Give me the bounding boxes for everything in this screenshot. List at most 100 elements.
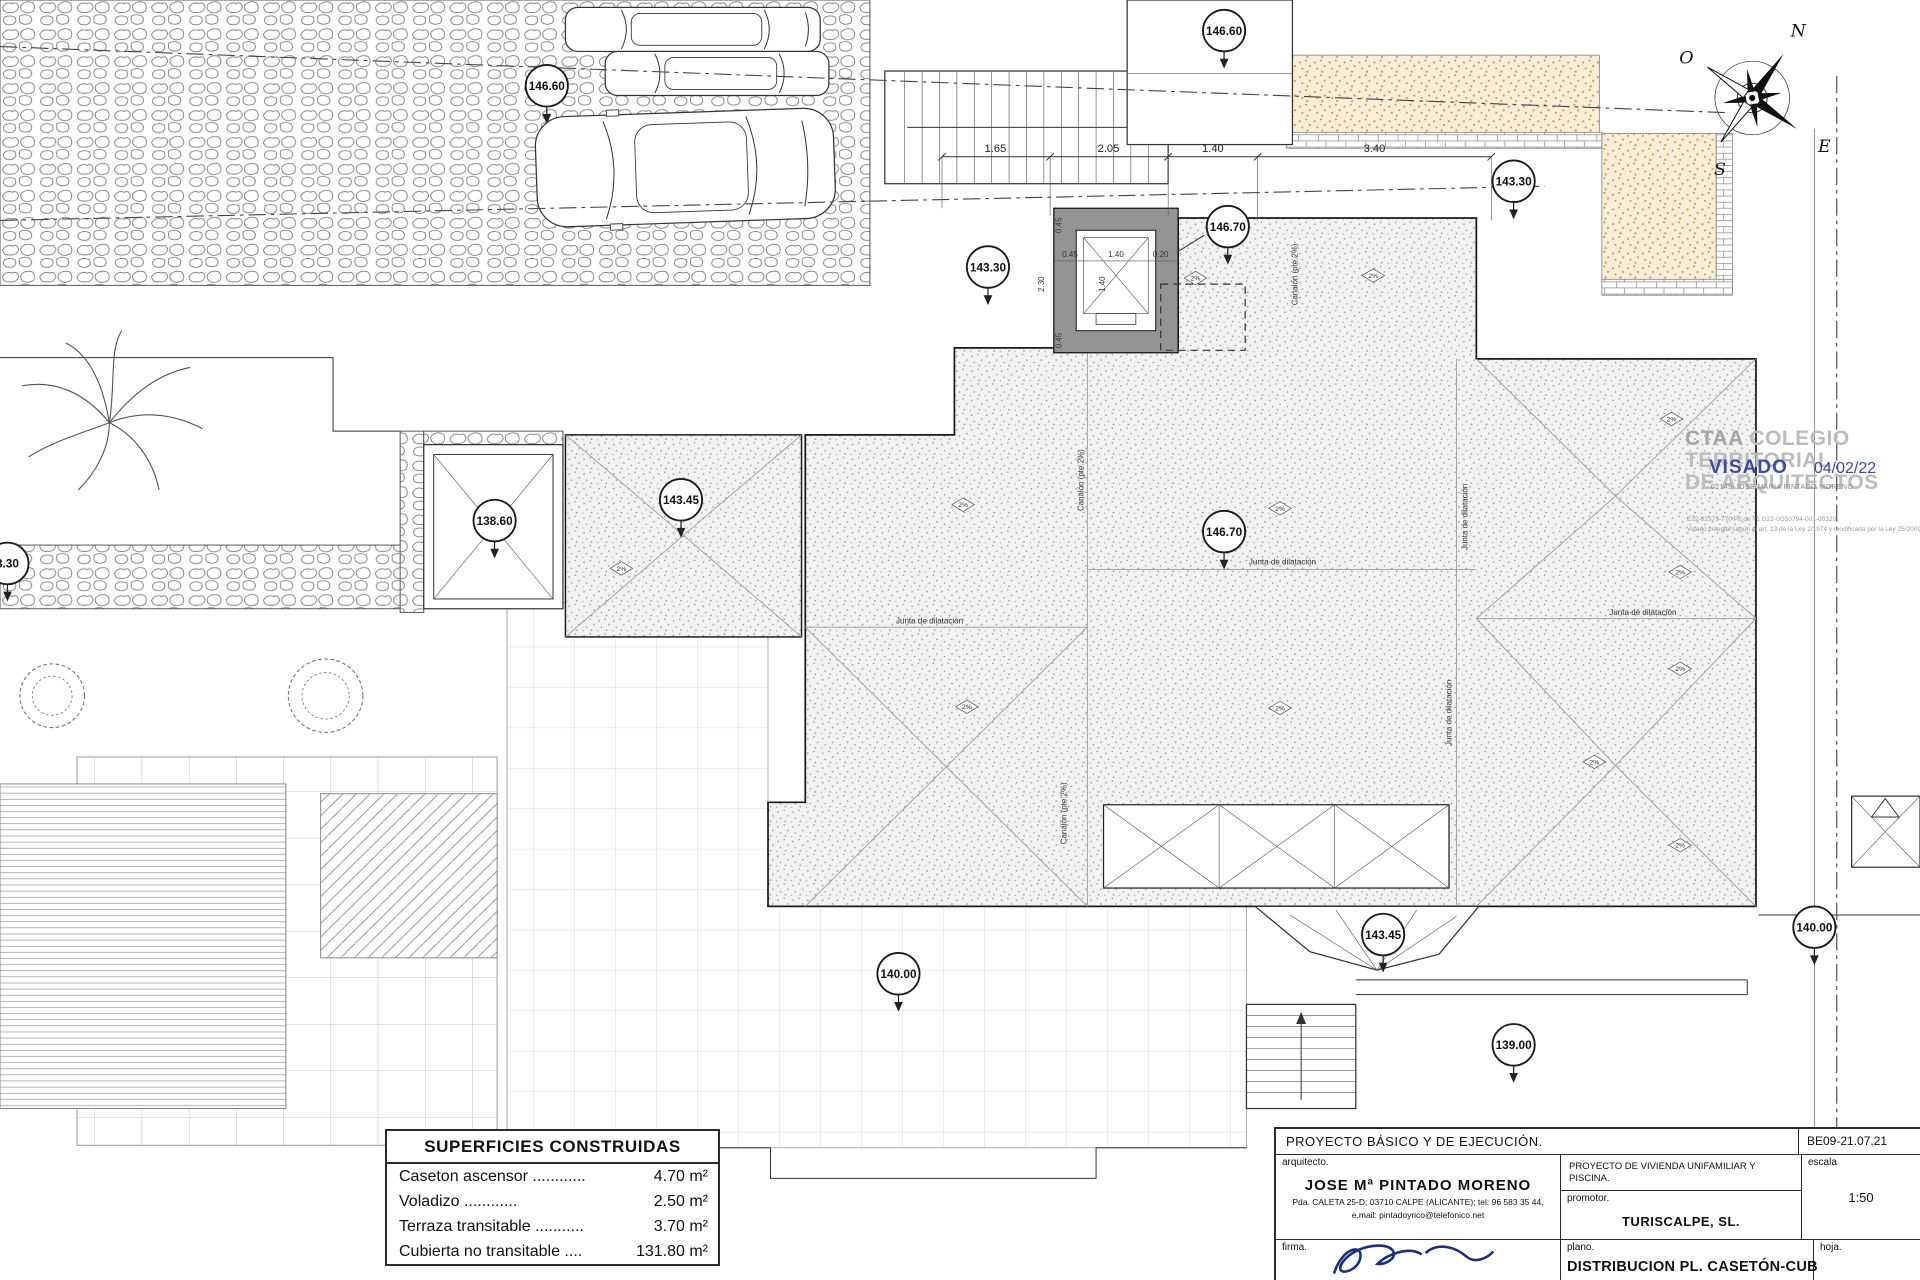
svg-text:1.40: 1.40 [1108,250,1124,259]
signature-label: firma. [1282,1242,1307,1253]
area-value: 3.70 m² [653,1218,708,1235]
stone-wall-strip [1285,131,1603,149]
svg-text:Canalón (pte.2%): Canalón (pte.2%) [1077,449,1086,511]
areas-table-row: Terraza transitable ........... 3.70 m² [387,1214,718,1239]
area-label: Terraza transitable ........... [399,1218,584,1235]
svg-text:Junta de dilatación: Junta de dilatación [1249,558,1316,567]
svg-text:0.45: 0.45 [1054,332,1063,348]
bush-plant [19,663,86,729]
car [564,6,821,53]
slope-arrows: 2% 2% 2% 2% 2% 2% 2% 2% 2% 2% 2% 2% [609,268,1693,853]
svg-text:2%: 2% [1368,273,1378,280]
svg-text:2%: 2% [962,704,972,711]
svg-text:2%: 2% [1675,843,1685,850]
compass-west-label: O [1679,49,1693,69]
svg-text:Junta de dilatación: Junta de dilatación [1461,484,1470,550]
svg-text:146.60: 146.60 [1206,25,1243,38]
svg-text:2%: 2% [958,502,968,509]
architect-address: Pda. CALETA 25-D; 03710 CALPE (ALICANTE)… [1292,1197,1544,1207]
visado-smallprint: Visado colegial según el art. 13 de la L… [1687,526,1920,533]
elevation-marker: 140.00 [876,952,921,1012]
area-value: 2.50 m² [653,1193,708,1210]
college-watermark: CTAA COLEGIO TERRITORIAL DE ARQUITECTOS [1685,427,1879,494]
top-stairs [884,70,1169,185]
elevation-marker: 3.30 [0,541,30,602]
college-acronym: CTAA [1685,427,1743,450]
sheet-number-label: hoja. [1820,1242,1842,1253]
area-value: 131.80 m² [635,1243,708,1260]
scale-cell: escala 1:50 [1802,1155,1920,1239]
svg-text:Canalón (pte.2%): Canalón (pte.2%) [1290,243,1299,305]
svg-text:2%: 2% [1675,666,1685,673]
compass-rose: N O E S [1679,22,1831,180]
areas-table-row: Voladizo ............ 2.50 m² [387,1189,718,1214]
elevation-marker: 143.30 [965,245,1011,305]
svg-text:2.05: 2.05 [1098,143,1120,155]
drawing-title-cell: plano. DISTRIBUCION PL. CASETÓN-CUB [1561,1240,1818,1280]
svg-text:2%: 2% [616,566,626,573]
garden-stairs-hatch [320,793,498,959]
architect-name: JOSE Mª PINTADO MORENO [1304,1177,1532,1194]
promoter-cell: promotor. TURISCALPE, SL. [1561,1191,1801,1239]
project-description: PROYECTO DE VIVIENDA UNIFAMILIAR Y PISCI… [1561,1155,1801,1191]
areas-table: SUPERFICIES CONSTRUIDAS Caseton ascensor… [385,1129,720,1266]
svg-text:146.60: 146.60 [529,80,566,93]
drawing-title: DISTRIBUCION PL. CASETÓN-CUB [1567,1259,1818,1275]
visado-date: 04/02/22 [1813,460,1877,477]
sand-paving [1285,54,1733,296]
compass-north-label: N [1790,22,1807,42]
elevation-marker: 146.70 [1205,204,1250,265]
stone-wall-strip [1715,133,1733,294]
svg-text:2%: 2% [1191,276,1201,283]
svg-text:2%: 2% [1275,506,1285,513]
svg-text:1.65: 1.65 [985,143,1007,155]
skylight-strip [1102,804,1450,889]
scale-value: 1:50 [1848,1190,1874,1205]
areas-table-row: Cubierta no transitable .... 131.80 m² [387,1239,718,1264]
signature-cell: firma. [1276,1240,1561,1280]
pool-hatch [0,783,287,1110]
svg-text:Junta de dilatación: Junta de dilatación [896,617,963,626]
bush-plant [287,658,364,734]
sheet-code: BE09-21.07.21 [1807,1134,1888,1148]
architect-label: arquitecto. [1282,1157,1329,1168]
svg-text:1.40: 1.40 [1202,143,1224,155]
svg-text:143.30: 143.30 [970,261,1007,274]
elevation-marker: 143.45 [1361,912,1406,973]
svg-text:Junta de dilatación: Junta de dilatación [1444,680,1453,746]
junta-labels: Junta de dilatación Junta de dilatación … [896,484,1677,746]
top-dimension-line: 1.65 2.05 1.40 3.40 [937,143,1496,221]
marker-leader-line [1176,234,1205,253]
svg-text:146.70: 146.70 [1206,526,1243,539]
svg-text:3.40: 3.40 [1364,143,1386,155]
canalon-labels: Canalón (pte.2%) Canalón (pte.2%) Canaló… [1059,243,1299,844]
corner-roof-detail [1851,795,1920,868]
main-roof [767,217,1757,908]
area-label: Cubierta no transitable .... [399,1243,583,1260]
svg-text:0.20: 0.20 [1153,250,1169,259]
svg-text:140.00: 140.00 [1796,922,1833,935]
promoter-name: TURISCALPE, SL. [1621,1213,1740,1229]
svg-text:2%: 2% [1667,416,1677,423]
promoter-label: promotor. [1567,1192,1610,1204]
svg-text:143.30: 143.30 [1496,176,1533,189]
areas-table-row: Caseton ascensor ............ 4.70 m² [387,1164,718,1189]
elevation-marker: 143.45 [658,478,704,538]
project-header: PROYECTO BÁSICO Y DE EJECUCIÓN. [1276,1129,1799,1154]
compass-east-label: E [1817,137,1831,157]
elevation-marker: 146.60 [524,63,569,124]
elevation-marker: 146.70 [1202,509,1247,570]
area-value: 4.70 m² [653,1168,708,1185]
svg-text:0.45: 0.45 [1062,250,1078,259]
svg-text:3.30: 3.30 [0,558,19,571]
svg-text:143.45: 143.45 [663,494,700,507]
elevation-marker: 140.00 [1792,905,1837,966]
project-cell: PROYECTO DE VIVIENDA UNIFAMILIAR Y PISCI… [1561,1155,1802,1239]
elevator-door [1095,313,1137,325]
car [534,107,836,231]
small-roof-square [564,434,803,638]
drawing-title-label: plano. [1567,1242,1595,1253]
